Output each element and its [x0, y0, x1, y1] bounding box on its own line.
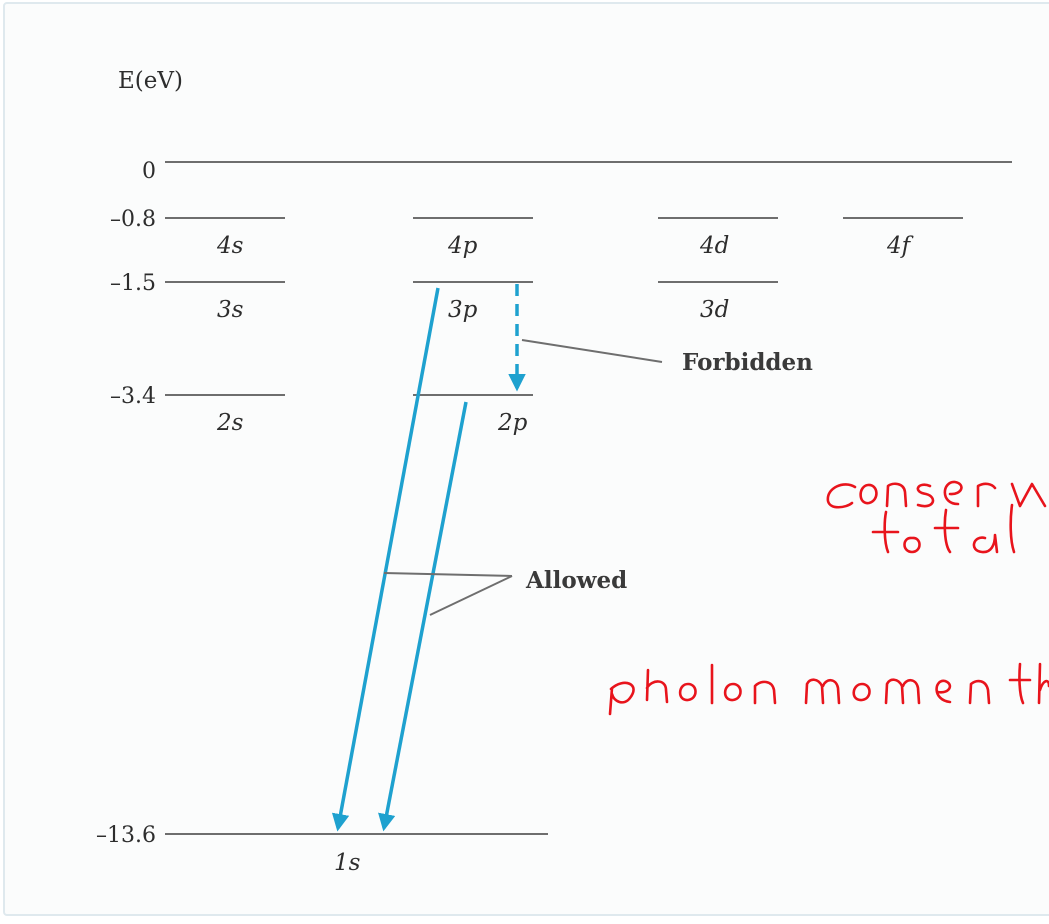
allowed-leader-line-b: [429, 575, 513, 616]
allowed-transition-3p-1s: [331, 287, 440, 832]
state-label-2p: 2p: [497, 410, 528, 436]
handwriting-line-3: [608, 662, 1049, 716]
figure-frame: [3, 2, 1049, 916]
forbidden-leader-line: [521, 339, 663, 363]
state-label-3d: 3d: [700, 297, 729, 323]
energy-label-0: 0: [142, 159, 156, 184]
state-label-4p: 4p: [447, 233, 478, 259]
handwritten-annotation: [608, 480, 1049, 716]
axis-title: E(eV): [118, 68, 183, 94]
energy-label-n3-4: –3.4: [110, 384, 156, 409]
handwriting-line-2: [871, 503, 1016, 554]
energy-label-n1-5: –1.5: [110, 271, 156, 296]
handwriting-line-1: [826, 480, 1047, 509]
state-label-3p: 3p: [448, 297, 478, 323]
state-label-4s: 4s: [216, 233, 244, 259]
allowed-transition-2p-1s: [378, 401, 468, 832]
state-label-4d: 4d: [699, 233, 729, 259]
energy-label-n13-6: –13.6: [96, 823, 156, 848]
state-label-2s: 2s: [216, 410, 244, 436]
energy-label-n0-8: –0.8: [110, 207, 156, 232]
allowed-leader-line-a: [383, 572, 513, 577]
state-label-1s: 1s: [334, 850, 361, 876]
state-label-4f: 4f: [886, 233, 914, 259]
allowed-label: Allowed: [525, 567, 627, 594]
forbidden-label: Forbidden: [682, 349, 813, 376]
state-label-3s: 3s: [217, 297, 244, 323]
